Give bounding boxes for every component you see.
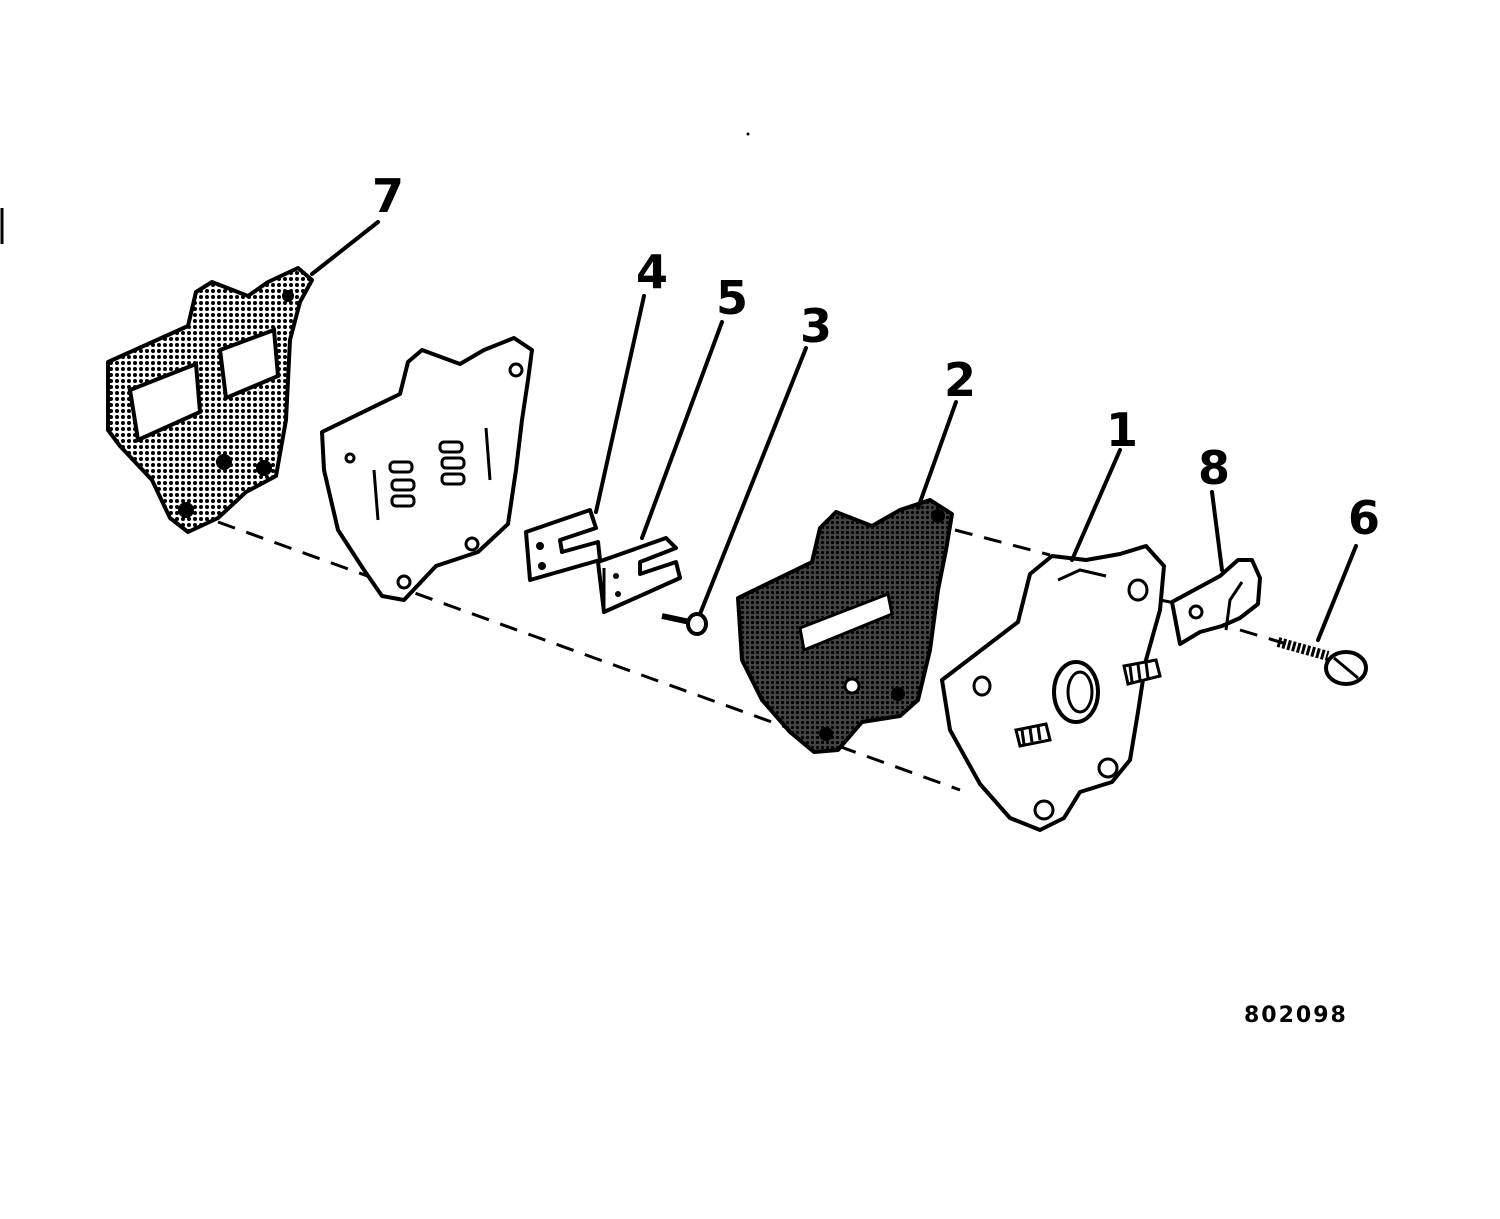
gasket-port-left — [127, 361, 203, 443]
part-3-screw — [661, 612, 708, 636]
stray-dot — [746, 132, 750, 136]
part-6-screw — [1276, 637, 1368, 686]
reed-plate — [320, 336, 534, 602]
part-4-reed — [524, 508, 602, 582]
part-8-clamp — [1170, 558, 1262, 646]
part-5-reed — [596, 536, 682, 614]
callout-2: 2 — [944, 353, 976, 407]
alignment-line-lower — [217, 520, 961, 792]
alignment-line-screw — [1239, 628, 1291, 647]
callout-8: 8 — [1198, 441, 1230, 495]
alignment-line-upper — [954, 528, 1051, 557]
callout-1: 1 — [1106, 403, 1138, 457]
leader-lines — [310, 220, 1358, 642]
part-1-cover — [940, 544, 1166, 832]
figure-number: 802098 — [1244, 1003, 1348, 1028]
part-7-gasket — [106, 266, 314, 534]
callout-6: 6 — [1348, 491, 1380, 545]
callout-7: 7 — [372, 169, 404, 223]
callouts: 7 4 5 3 2 1 8 6 — [372, 169, 1380, 545]
callout-3: 3 — [800, 299, 832, 353]
callout-4: 4 — [636, 245, 668, 299]
part-2-gasket — [736, 498, 954, 754]
callout-5: 5 — [716, 271, 748, 325]
gasket-port-right — [217, 327, 281, 401]
gasket-slot — [798, 591, 894, 653]
